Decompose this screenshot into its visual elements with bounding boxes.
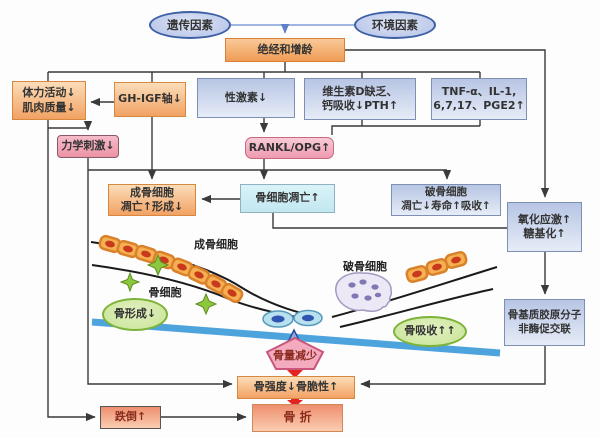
- node-genetic-factors: 遗传因素: [149, 11, 231, 39]
- node-label: 糖基化↑: [523, 227, 566, 240]
- node-label: 破骨细胞: [425, 186, 467, 199]
- node-rankl-opg: RANKL/OPG↑: [245, 137, 334, 159]
- osteocyte-stars: [119, 253, 218, 316]
- osteoclast-cell: [335, 272, 393, 312]
- node-falls: 跌倒↑: [100, 406, 161, 429]
- node-collagen-crosslink: 骨基质胶原分子 非酶促交联: [504, 299, 585, 346]
- node-vitamin-d: 维生素D缺乏、 钙吸收↓PTH↑: [304, 78, 416, 120]
- node-label: 骨强度↓骨脆性↑: [253, 380, 339, 394]
- node-label: 力学刺激↓: [61, 139, 115, 153]
- node-gh-igf-axis: GH-IGF轴↓: [114, 82, 186, 117]
- node-label: 6,7,17、PGE2↑: [433, 99, 525, 112]
- osteoblast-cells-right: [405, 251, 468, 283]
- node-mechanical-stimulus: 力学刺激↓: [57, 135, 119, 158]
- node-physical-activity: 体力活动↓ 肌肉质量↓: [12, 81, 86, 120]
- node-label: 凋亡↑形成↓: [120, 200, 184, 213]
- bone-loss-pentagon: [265, 336, 325, 370]
- node-label: 非酶促交联: [518, 322, 571, 335]
- node-label: TNF-α、IL-1,: [441, 84, 517, 98]
- osteoblast-cells: [98, 234, 244, 304]
- node-oxidative-stress: 氧化应激↑ 糖基化↑: [507, 202, 582, 252]
- node-label: 体力活动↓: [22, 86, 76, 100]
- node-label: 氧化应激↑: [517, 212, 572, 226]
- lining-cells: [262, 309, 323, 328]
- node-cytokines: TNF-α、IL-1, 6,7,17、PGE2↑: [431, 78, 527, 120]
- node-label: 性激素↓: [224, 90, 268, 104]
- node-label: 骨基质胶原分子: [507, 308, 582, 321]
- node-bone-loss: 骨量减少: [273, 349, 317, 362]
- node-fracture: 骨 折: [252, 404, 343, 432]
- node-label: 骨形成↓: [113, 307, 157, 321]
- node-label: 成骨细胞: [130, 185, 174, 199]
- node-environment-factors: 环境因素: [354, 11, 436, 39]
- node-label: RANKL/OPG↑: [248, 140, 331, 154]
- node-osteocyte-apoptosis: 骨细胞凋亡↑: [240, 184, 335, 213]
- node-bone-resorption: 骨吸收↑↑: [393, 316, 467, 347]
- node-label: 骨细胞凋亡↑: [255, 191, 320, 205]
- node-menopause-aging: 绝经和增龄: [225, 38, 345, 62]
- node-label: 钙吸收↓PTH↑: [321, 99, 399, 112]
- node-label: 骨 折: [283, 410, 312, 425]
- label-osteoclast: 破骨细胞: [343, 260, 387, 273]
- node-label: 跌倒↑: [114, 410, 147, 424]
- node-label: 肌肉质量↓: [22, 100, 76, 114]
- node-label: 凋亡↓寿命↑吸收↑: [401, 200, 491, 212]
- node-osteoblast-apoptosis: 成骨细胞 凋亡↑形成↓: [108, 184, 196, 216]
- label-osteoblast: 成骨细胞: [194, 238, 238, 251]
- node-bone-formation: 骨形成↓: [102, 298, 168, 331]
- node-bone-strength: 骨强度↓骨脆性↑: [237, 376, 355, 399]
- node-label: 骨吸收↑↑: [404, 324, 456, 338]
- node-label: GH-IGF轴↓: [118, 92, 182, 106]
- node-label: 维生素D缺乏、: [322, 84, 398, 98]
- node-sex-hormone: 性激素↓: [197, 78, 295, 118]
- node-label: 环境因素: [372, 17, 418, 32]
- node-label: 遗传因素: [167, 17, 213, 32]
- node-label: 绝经和增龄: [257, 42, 313, 56]
- node-osteoclast-activity: 破骨细胞 凋亡↓寿命↑吸收↑: [391, 184, 501, 216]
- label-osteocyte: 骨细胞: [148, 286, 182, 299]
